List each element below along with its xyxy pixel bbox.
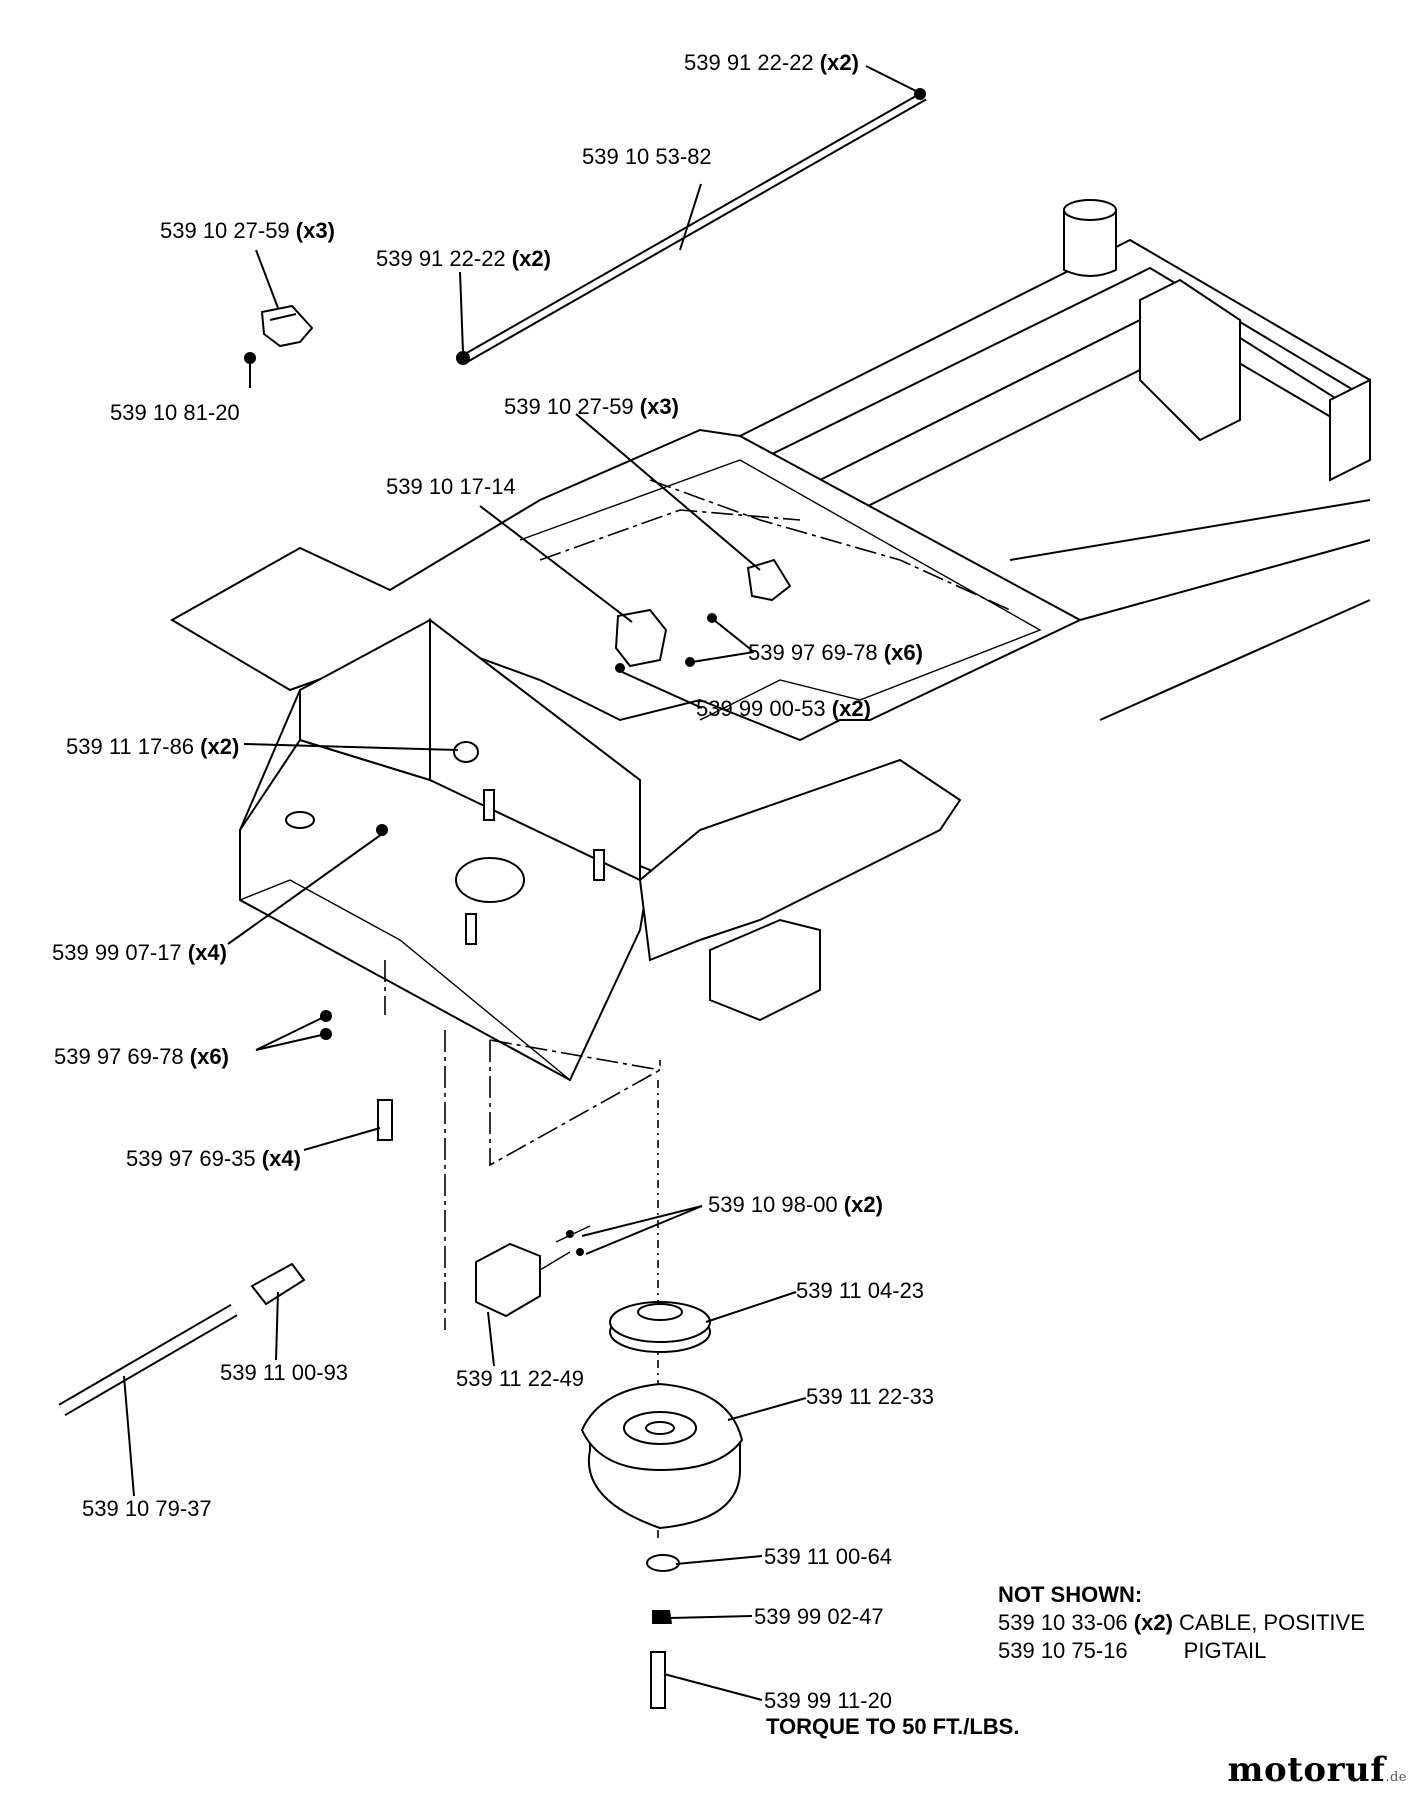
label-nut-bottom: 539 99 02-47 [754, 1604, 884, 1629]
label-switch-left: 539 10 27-59 (x3) [160, 218, 335, 243]
watermark-logo: motoruf.de [1227, 1750, 1407, 1790]
torque-note: TORQUE TO 50 FT./LBS. [766, 1714, 1020, 1739]
label-nut-left: 539 10 81-20 [110, 400, 240, 425]
leader-lines [123, 65, 919, 1701]
label-nut-x4: 539 99 07-17 (x4) [52, 940, 227, 965]
label-bracket: 539 10 17-14 [386, 474, 516, 499]
tractor-frame [170, 199, 1371, 1082]
label-clip: 539 10 98-00 (x2) [708, 1192, 883, 1217]
label-grommet: 539 11 17-86 (x2) [66, 734, 240, 759]
label-pulley: 539 11 04-23 [796, 1278, 925, 1303]
rod-assembly [456, 88, 927, 365]
label-fitting: 539 11 00-93 [220, 1360, 349, 1385]
label-nut-x6-upper: 539 97 69-78 (x6) [748, 640, 923, 665]
label-washer: 539 11 00-64 [764, 1544, 893, 1569]
not-shown-item: 539 10 33-06 (x2) CABLE, POSITIVE [998, 1610, 1365, 1635]
label-switch-center: 539 10 27-59 (x3) [504, 394, 679, 419]
label-rod-end-bottom: 539 91 22-22 (x2) [376, 246, 551, 271]
switch-left [244, 304, 314, 364]
label-rod: 539 10 53-82 [582, 144, 712, 169]
lower-parts [58, 960, 744, 1709]
label-clutch: 539 11 22-33 [806, 1384, 935, 1409]
label-bolt-x4: 539 97 69-35 (x4) [126, 1146, 301, 1171]
label-screw-x2: 539 99 00-53 (x2) [696, 696, 871, 721]
not-shown-heading: NOT SHOWN: [998, 1582, 1143, 1607]
label-rod-end-top: 539 91 22-22 (x2) [684, 50, 859, 75]
label-tube: 539 10 79-37 [82, 1496, 212, 1521]
label-nut-x6-lower: 539 97 69-78 (x6) [54, 1044, 229, 1069]
label-bolt-bottom: 539 99 11-20 [764, 1688, 893, 1713]
label-block: 539 11 22-49 [456, 1366, 585, 1391]
